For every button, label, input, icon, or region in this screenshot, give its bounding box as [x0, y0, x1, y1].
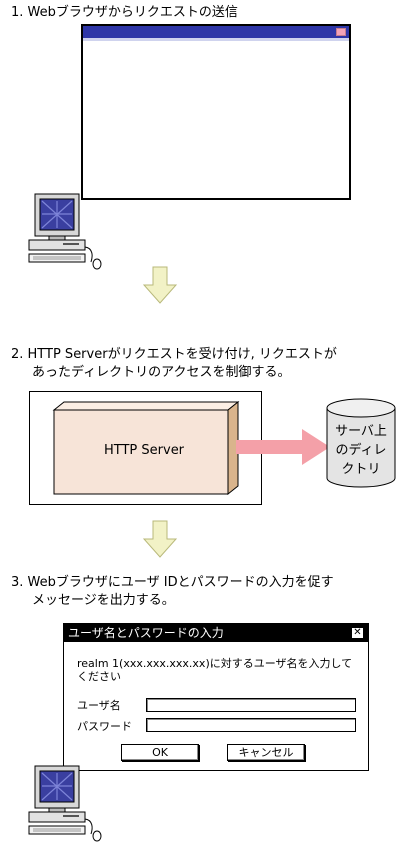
browser-window — [81, 24, 351, 200]
database-cylinder-icon — [325, 398, 397, 494]
directory-label: サーバ上 のディレ クトリ — [326, 422, 396, 479]
browser-titlebar — [83, 26, 349, 38]
dialog-message-line-2: ください — [77, 670, 121, 683]
http-server-label: HTTP Server — [104, 443, 185, 458]
directory-label-line-1: サーバ上 — [335, 424, 387, 439]
step-3-text-line-1: 3. Webブラウザにユーザ IDとパスワードの入力を促す — [11, 575, 334, 590]
dialog-title: ユーザ名とパスワードの入力 — [68, 626, 224, 640]
step-3-text-line-2: メッセージを出力する。 — [32, 593, 175, 608]
computer-icon — [27, 764, 103, 848]
browser-window-button[interactable] — [336, 28, 346, 36]
cancel-button[interactable]: キャンセル — [227, 744, 305, 761]
computer-icon — [27, 192, 103, 276]
dialog-titlebar: ユーザ名とパスワードの入力 ✕ — [64, 624, 368, 642]
directory-label-line-3: クトリ — [341, 462, 381, 477]
username-label: ユーザ名 — [77, 699, 121, 712]
step-2-text-line-1: 2. HTTP Serverがリクエストを受け付け, リクエストが — [11, 347, 337, 362]
close-icon[interactable]: ✕ — [351, 627, 364, 639]
directory-label-line-2: のディレ — [335, 443, 387, 458]
username-field[interactable] — [146, 698, 356, 712]
step-2-text-line-2: あったディレクトリのアクセスを制御する。 — [32, 365, 291, 380]
dialog-message-line-1: realm 1(xxx.xxx.xxx.xx)に対するユーザ名を入力して — [77, 657, 353, 670]
login-dialog: ユーザ名とパスワードの入力 ✕ realm 1(xxx.xxx.xxx.xx)に… — [63, 623, 369, 771]
step-1-text: 1. Webブラウザからリクエストの送信 — [11, 5, 238, 20]
ok-button[interactable]: OK — [121, 744, 199, 761]
http-server-box — [50, 400, 244, 502]
password-label: パスワード — [77, 720, 132, 733]
access-arrow-icon — [236, 428, 332, 470]
down-arrow-icon — [143, 520, 177, 558]
down-arrow-icon — [143, 266, 177, 304]
password-field[interactable] — [146, 718, 356, 732]
browser-toolbar-shade — [83, 38, 349, 41]
